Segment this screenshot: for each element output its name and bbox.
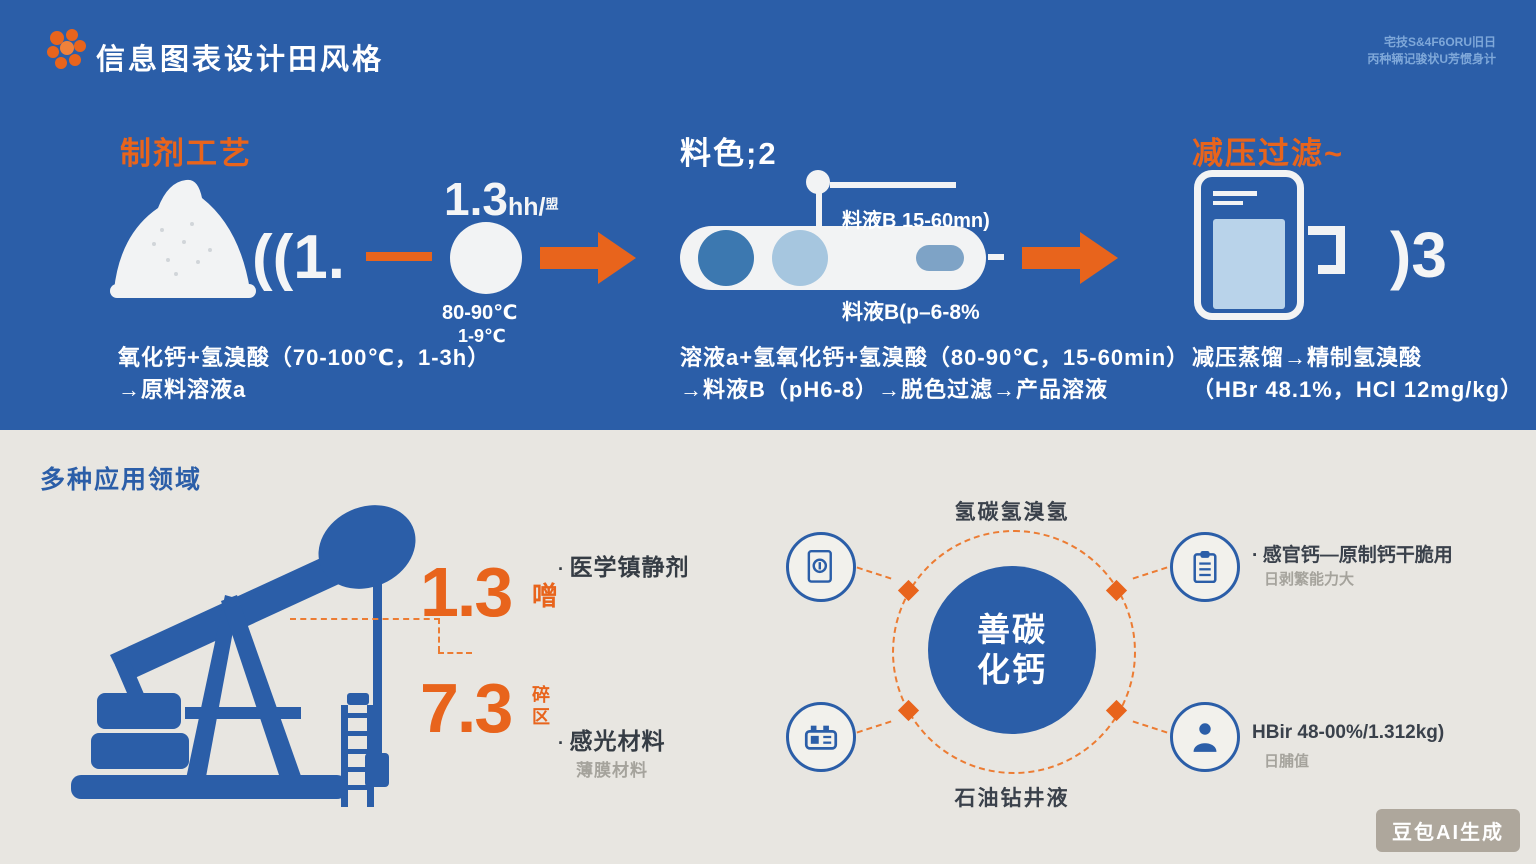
device-liquid [1213,219,1285,309]
hub-right-bottom-sub: 日脯值 [1264,753,1310,770]
process-arrow-2 [1022,247,1080,269]
step1-caption-line2: →原料溶液a [118,377,247,402]
reactor-vessel-icon [680,226,986,290]
hub-center-line1: 善碳 [977,611,1047,648]
valve-pipe [830,182,956,188]
process-arrow-2-head [1080,232,1118,284]
step2-caption-line1: 溶液a+氢氧化钙+氢溴酸（80-90℃，15-60min） [680,345,1190,370]
hub-right-top-text: 感官钙—原制钙干脆用 [1262,545,1453,566]
step3-bracket-text: )3 [1390,219,1447,291]
dash-connector-se [1132,720,1168,734]
dashed-step-line-v [438,618,440,652]
step2-label-top: 料液B 15-60mn) [842,210,990,232]
step1-caption-line1: 氧化钙+氢溴酸（70-100℃，1-3h） [118,345,491,370]
vessel-pill [916,245,964,271]
document-icon [807,550,832,583]
bullet1-dot: · [558,559,565,579]
device-pipe-h [1308,226,1340,235]
clipboard-icon [1193,551,1217,583]
step1-heading: 制剂工艺 [120,136,252,171]
valve-stem [816,188,822,230]
bullet-item-1: · 医学镇静剂 [558,548,689,582]
brand-logo-icon [44,28,90,74]
step1-value-sup: 盟 [545,196,559,212]
step1-value: 1.3hh/盟 [444,172,558,226]
ai-watermark-badge: 豆包AI生成 [1376,809,1520,852]
hub-center-line2: 化钙 [977,651,1047,688]
stat2-value: 7.3 [420,669,513,747]
stat2-suffix: 碎 区 [532,684,550,728]
applications-heading: 多种应用领域 [40,466,203,494]
process-arrow-1 [540,247,598,269]
step2-label-bottom: 料液B(p–6-8% [842,301,980,324]
battery-icon [804,725,838,750]
hub-right-top-dot: · [1252,545,1259,566]
satellite-person [1170,702,1240,772]
step1-temp-line2: 1-9℃ [458,326,506,346]
stat1-suffix: 噌 [532,581,559,611]
hub-right-bottom-label: HBir 48-00%/1.312kg) [1252,722,1445,743]
hub-top-label: 氢碳氢溴氢 [954,501,1070,524]
hub-bottom-label: 石油钻井液 [954,787,1070,810]
stat2-suffix-line2: 区 [532,707,550,727]
page-title: 信息图表设计田风格 [96,44,385,76]
bullet2-dot: · [558,733,565,753]
oil-pumpjack-icon [55,495,425,815]
dashed-step-line-h2 [438,652,472,654]
dash-connector-sw [856,720,892,734]
device-mark-line2 [1213,201,1243,205]
connector-line [366,252,432,261]
dash-connector-nw [856,566,892,580]
step3-caption-line2: （HBr 48.1%，HCl 12mg/kg） [1192,377,1524,402]
device-pipe-v [1336,226,1345,274]
satellite-battery [786,702,856,772]
step1-paren-text: ((1. [252,223,345,292]
device-pipe-h2 [1318,265,1342,274]
powder-pile-icon [106,172,258,305]
device-mark-line1 [1213,191,1257,196]
filter-device-icon [1194,170,1304,320]
step3-caption-line1: 减压蒸馏→精制氢溴酸 [1192,345,1423,370]
stat1-value: 1.3 [420,553,513,631]
person-icon [1193,723,1217,752]
satellite-clipboard [1170,532,1240,602]
applications-section: 多种应用领域 [0,430,1536,864]
step1-value-unit: hh/ [507,193,546,221]
satellite-medical [786,532,856,602]
vessel-circle-light [772,230,828,286]
hub-right-top-label: · 感官钙—原制钙干脆用 [1252,540,1453,567]
bullet2-sub: 薄膜材料 [576,761,648,780]
corner-note: 宅技S&4F6ORU旧日 丙种辆记骏状U芳惯身计 [1367,34,1496,68]
mixing-dot-icon [450,222,522,294]
valve-knob-icon [806,170,830,194]
step2-caption-line2: →料液B（pH6-8）→脱色过滤→产品溶液 [680,377,1109,402]
bullet-item-2: · 感光材料 [558,722,665,756]
corner-note-line1: 宅技S&4F6ORU旧日 [1383,35,1496,49]
hub-right-top-sub: 日剥繁能力大 [1264,571,1355,588]
hub-center-circle: 善碳 化钙 [928,566,1096,734]
vessel-circle-dark [698,230,754,286]
step1-temp-line1: 80-90℃ [442,302,518,324]
bullet2-label: 感光材料 [569,728,666,754]
step1-value-number: 1.3 [444,173,508,225]
step2-heading: 料色;2 [680,136,778,171]
hub-dashed-ring [892,530,1136,774]
dash-connector-ne [1132,566,1168,580]
vessel-outlet [988,254,1004,260]
bullet1-label: 医学镇静剂 [569,554,690,580]
step3-heading: 减压过滤~ [1192,136,1345,171]
process-arrow-1-head [598,232,636,284]
corner-note-line2: 丙种辆记骏状U芳惯身计 [1367,52,1496,66]
process-section: 信息图表设计田风格 宅技S&4F6ORU旧日 丙种辆记骏状U芳惯身计 制剂工艺 … [0,0,1536,430]
stat2-suffix-line1: 碎 [532,685,550,705]
dashed-step-line-h1 [290,618,440,620]
